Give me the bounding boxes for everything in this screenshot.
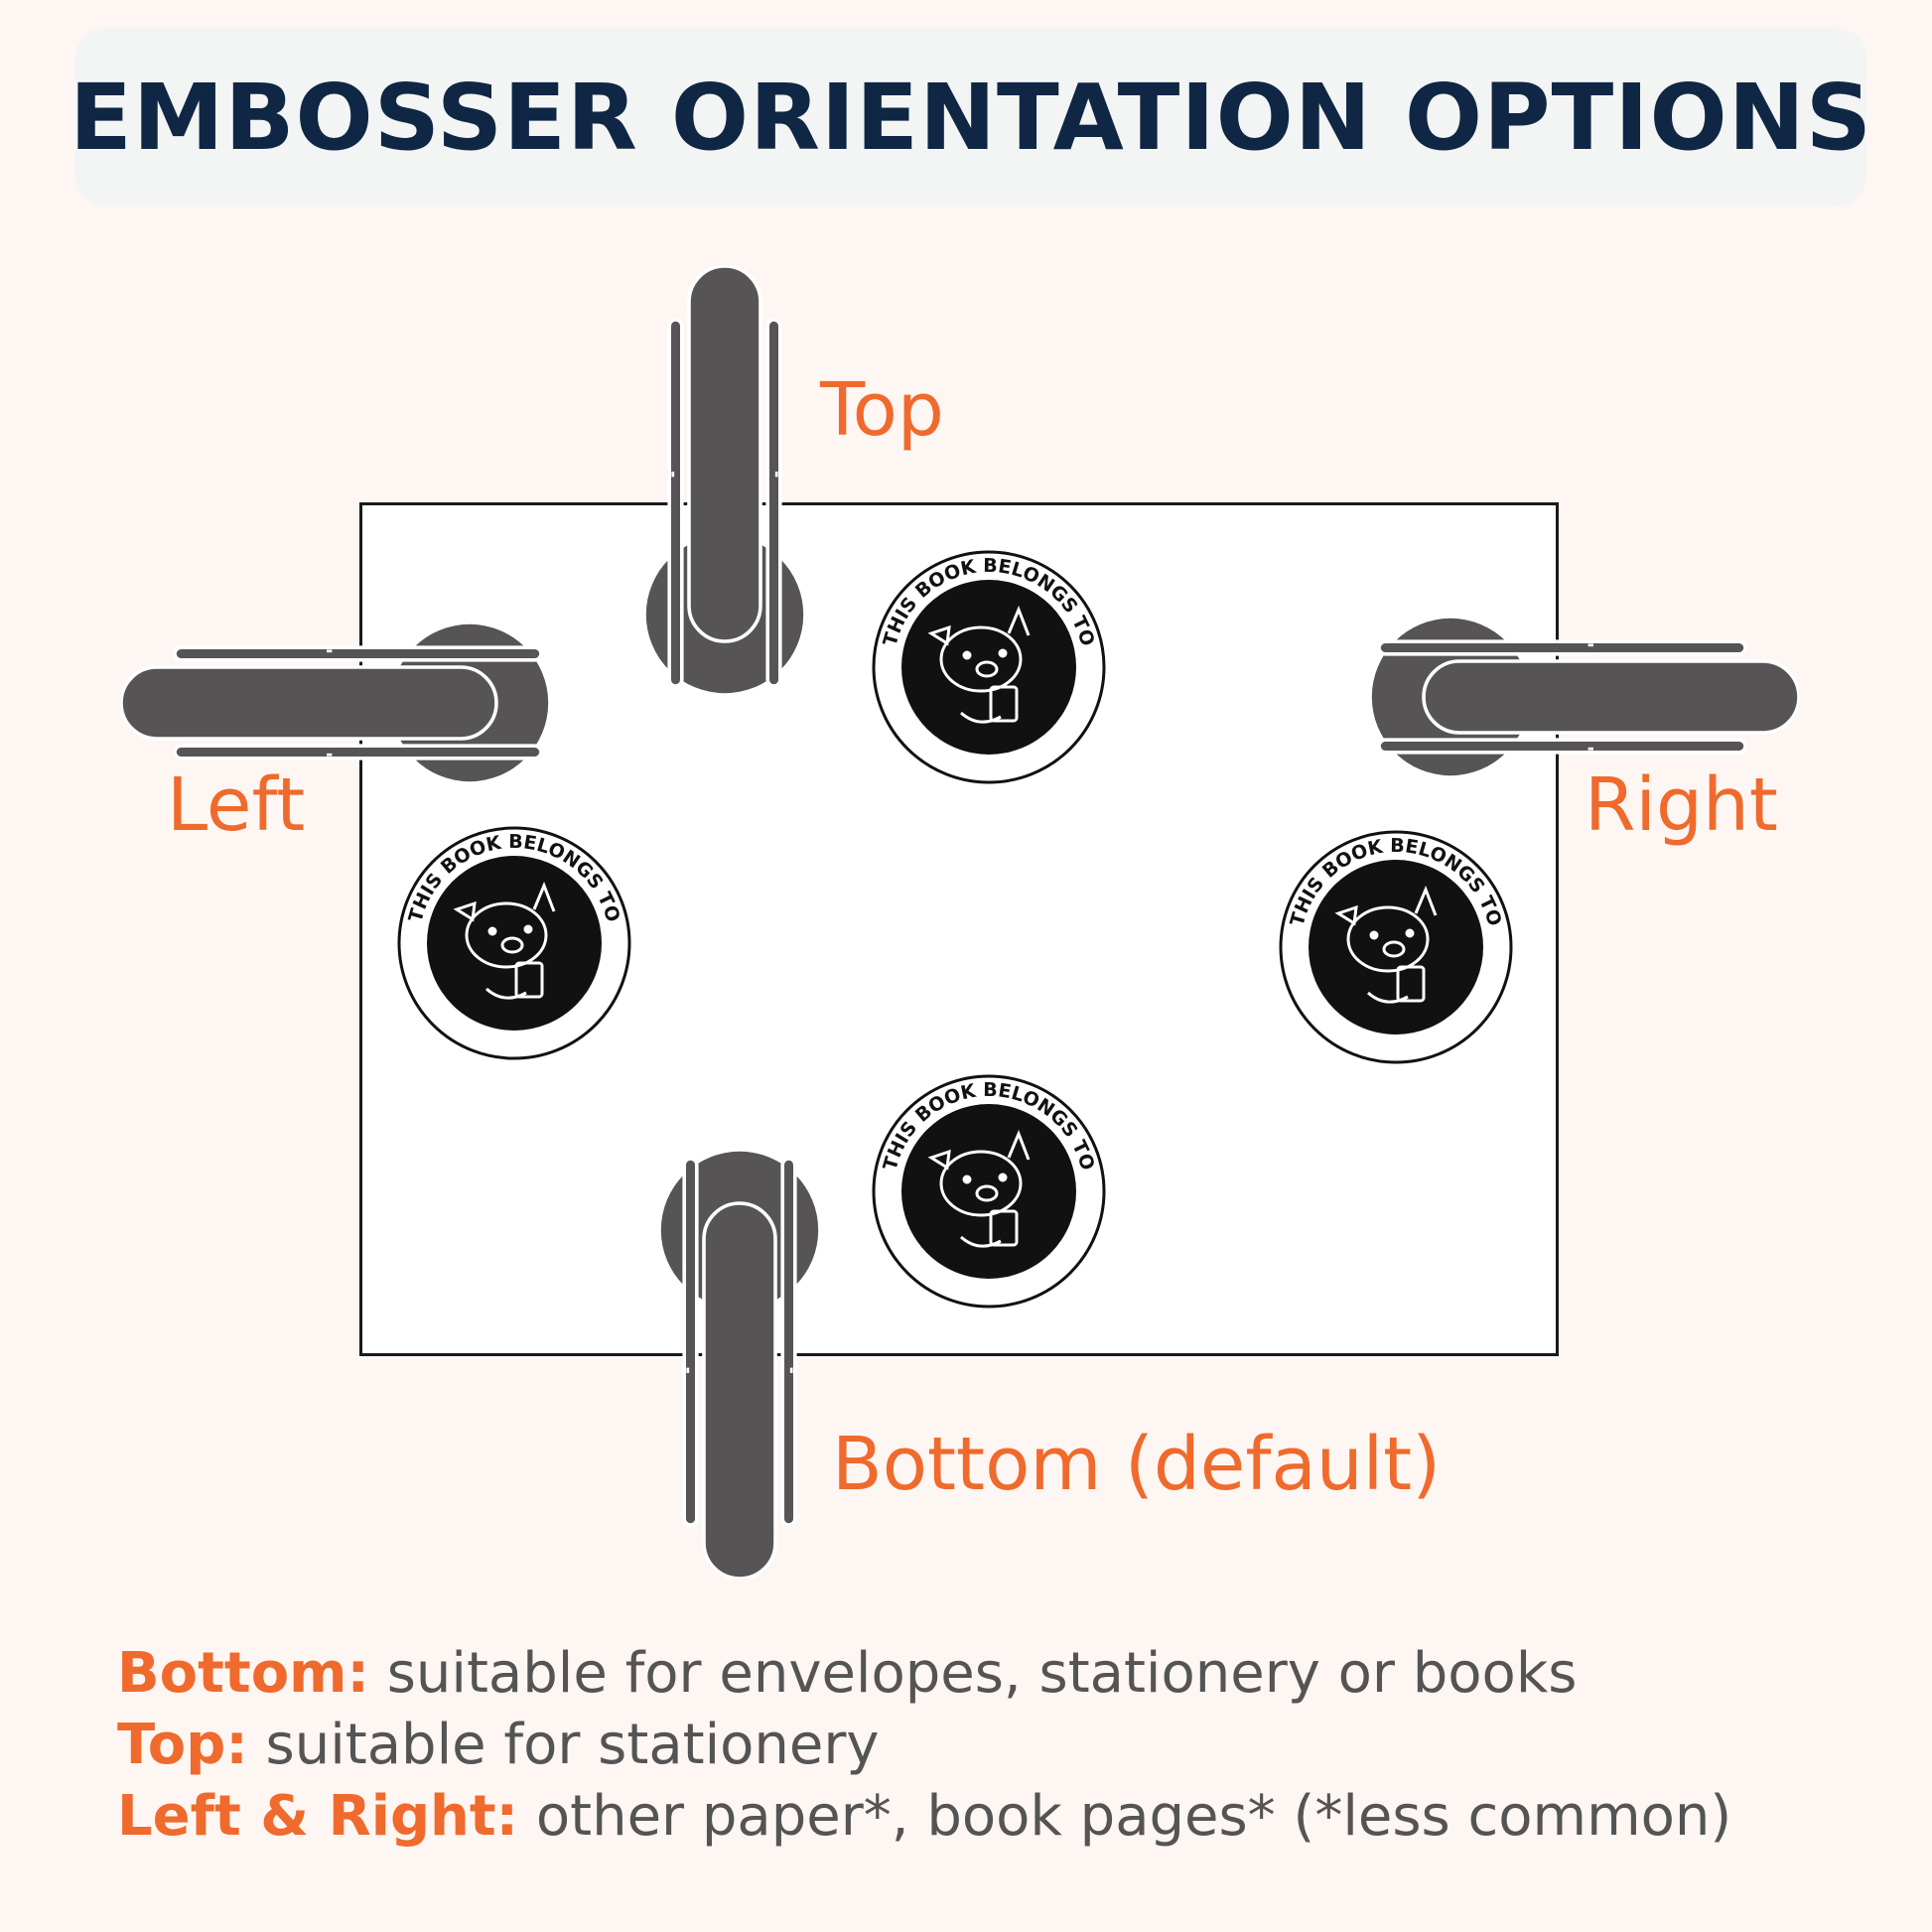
pig-reading-book-icon: [1334, 885, 1438, 1004]
stamp-right: THIS BOOK BELONGS TO EMILY WILLIAMS: [1279, 830, 1513, 1064]
orientation-notes: Bottom: suitable for envelopes, statione…: [117, 1638, 1864, 1853]
stamp-bottom: THIS BOOK BELONGS TO EMILY WILLIAMS: [872, 1074, 1106, 1309]
note-bottom: Bottom: suitable for envelopes, statione…: [117, 1638, 1864, 1710]
stamp-top: THIS BOOK BELONGS TO EMILY WILLIAMS: [872, 550, 1106, 784]
pig-reading-book-icon: [927, 605, 1031, 724]
note-top-key: Top:: [117, 1713, 248, 1777]
page-title: EMBOSSER ORIENTATION OPTIONS: [69, 64, 1872, 171]
note-left-right-text: other paper*, book pages* (*less common): [518, 1784, 1732, 1849]
note-bottom-key: Bottom:: [117, 1641, 369, 1706]
title-banner: EMBOSSER ORIENTATION OPTIONS: [69, 28, 1871, 207]
note-left-right-key: Left & Right:: [117, 1784, 519, 1849]
right-embosser-handle: [1370, 616, 1799, 778]
note-left-right: Left & Right: other paper*, book pages* …: [117, 1781, 1864, 1853]
top-embosser-handle: [643, 266, 806, 696]
label-left: Left: [167, 762, 306, 848]
bottom-embosser-handle: [658, 1150, 821, 1579]
label-top: Top: [820, 367, 944, 453]
note-top: Top: suitable for stationery: [117, 1710, 1864, 1781]
stamp-left: THIS BOOK BELONGS TO EMILY WILLIAMS: [397, 826, 631, 1060]
label-right: Right: [1585, 762, 1778, 848]
pig-reading-book-icon: [453, 881, 556, 1000]
note-bottom-text: suitable for envelopes, stationery or bo…: [368, 1641, 1578, 1706]
left-embosser-handle: [121, 621, 551, 784]
note-top-text: suitable for stationery: [247, 1713, 880, 1777]
label-bottom: Bottom (default): [832, 1422, 1442, 1507]
pig-reading-book-icon: [927, 1129, 1031, 1248]
